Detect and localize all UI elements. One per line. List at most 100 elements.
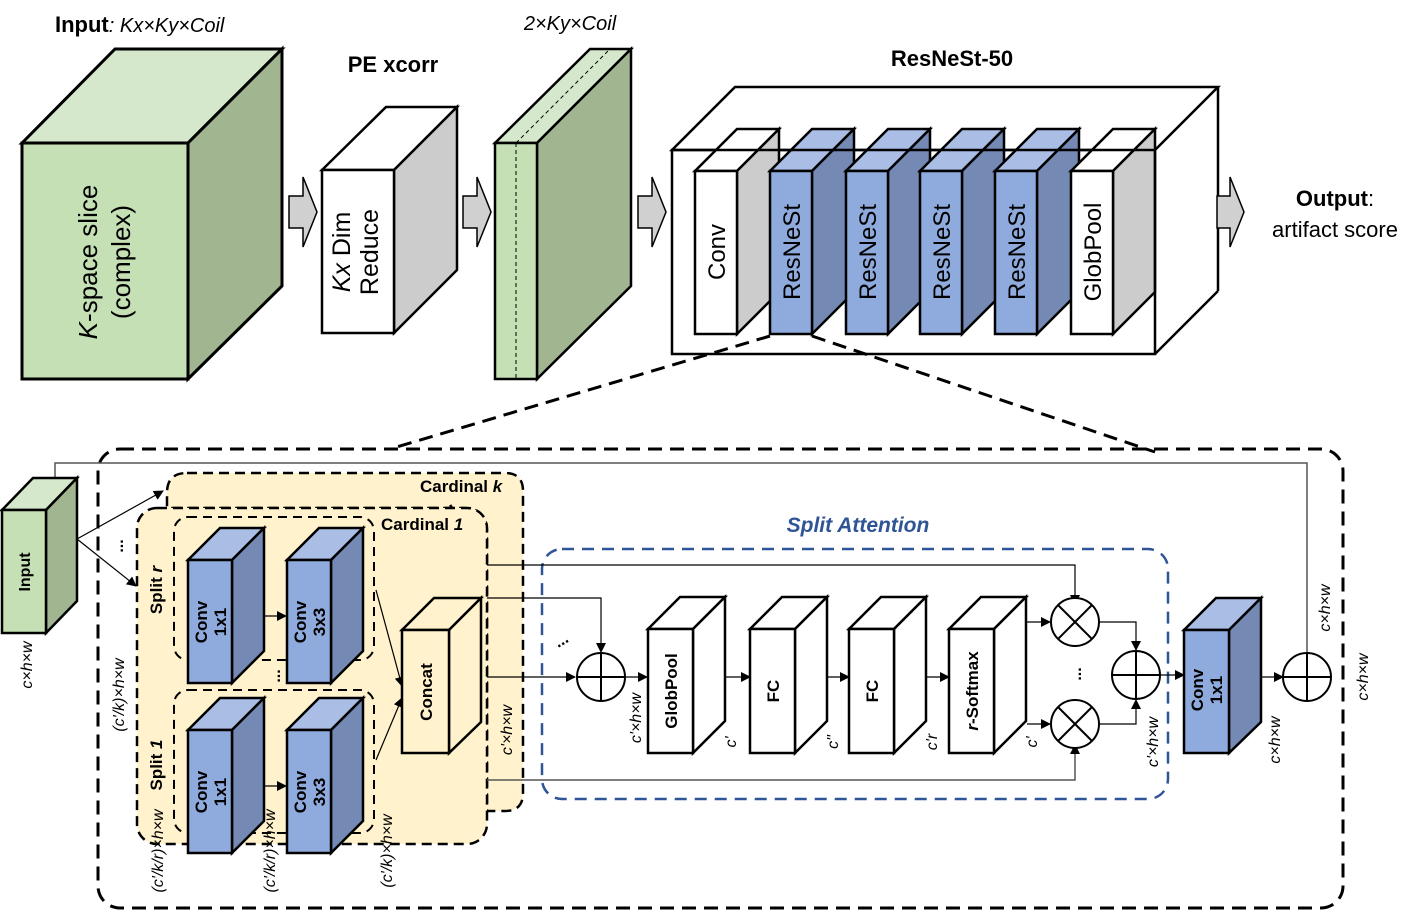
layer-resnest-1: ResNeSt [766, 125, 858, 338]
svg-text:Conv: Conv [1188, 668, 1207, 711]
branch-ellipsis: ... [110, 539, 127, 552]
input-title: Input: Kx×Ky×Coil [55, 12, 225, 37]
skip-connection [54, 462, 1312, 669]
attention-globpool-block: GlobPool [644, 593, 729, 757]
multiply-operator-icon [1050, 597, 1100, 647]
pe-output-slab [491, 45, 635, 382]
cardinal-k-label: Cardinal k [420, 477, 504, 496]
concat-block: Concat [398, 594, 485, 756]
split-r-label: Split r [147, 565, 166, 615]
fc1-label: FC [764, 680, 783, 703]
flow-arrow-icon [1216, 176, 1245, 248]
split-attention-group [540, 547, 1170, 801]
layer-label: ResNeSt [929, 204, 956, 300]
cardinal-k-to-sum [487, 597, 606, 653]
multiply-operator-icon [1050, 699, 1100, 749]
kspace-cube: K-space slice (complex) [18, 45, 286, 383]
mult-top-to-sum [1099, 621, 1141, 651]
cardinal-k-to-mult-top [487, 564, 1080, 605]
sum-operator-icon [1111, 650, 1161, 700]
multiply-ellipsis: ... [1068, 667, 1085, 680]
split-mid-dims: (c'/k/r)×h×w [262, 808, 279, 893]
output-text: artifact score [1272, 217, 1398, 242]
conv-label: 3x3 [310, 778, 329, 806]
svg-text:1x1: 1x1 [1207, 676, 1226, 704]
flow-arrow-icon [288, 176, 318, 248]
globpool-label: GlobPool [662, 653, 681, 729]
conv-label: 3x3 [310, 608, 329, 636]
attention-softmax-block: r-Softmax [945, 593, 1030, 757]
layer-conv-0: Conv [691, 125, 783, 338]
layer-resnest-4: ResNeSt [991, 125, 1083, 338]
conv-label: Conv [291, 600, 310, 643]
resnest-container-front [670, 148, 1157, 356]
block-output-dims: c×h×w [1355, 652, 1372, 701]
conv-label: 1x1 [211, 608, 230, 636]
layer-label: ResNeSt [1004, 204, 1031, 300]
layer-label: Conv [704, 224, 731, 280]
conv-out-dims: c×h×w [1267, 715, 1284, 764]
to-concat-arrow [375, 697, 404, 761]
conv-label: Conv [192, 600, 211, 643]
layer-globpool-5: GlobPool [1067, 125, 1159, 338]
cardinal-1-to-mult-bottom [487, 744, 1080, 781]
split-branch-dims: (c'/k)×h×w [111, 657, 128, 732]
layer-label: ResNeSt [779, 204, 806, 300]
attention-out-dims: c'×h×w [1145, 715, 1162, 767]
conv-label: 1x1 [211, 778, 230, 806]
conv-label: Conv [291, 770, 310, 813]
layer-resnest-2: ResNeSt [842, 125, 934, 338]
svg-text:Kx Dim: Kx Dim [328, 212, 356, 293]
cardinal-1-label: Cardinal 1 [381, 515, 463, 534]
tail-conv-1x1: Conv 1x1 [1180, 594, 1265, 756]
concat-dims: c'×h×w [499, 703, 516, 755]
flow-arrow-icon [637, 176, 667, 248]
dim-label: c' [1024, 736, 1041, 748]
zoom-line-left [389, 334, 771, 451]
residual-sum-icon [1282, 652, 1332, 702]
layer-resnest-3: ResNeSt [916, 125, 1008, 338]
zoom-line-right [811, 334, 1156, 454]
pe-output-dims: 2×Ky×Coil [523, 13, 617, 35]
svg-text:(complex): (complex) [106, 205, 136, 319]
branch-arrow [76, 490, 164, 540]
svg-text:Reduce: Reduce [356, 209, 384, 295]
skip-dims: c×h×w [1317, 583, 1334, 632]
sum-ellipsis: ... [552, 630, 572, 651]
softmax-label: r-Softmax [963, 651, 982, 731]
svg-text:Input: Input [17, 552, 34, 592]
split-attention-title: Split Attention [787, 514, 930, 537]
sum-operator-icon [576, 652, 626, 702]
conv-label: Conv [192, 770, 211, 813]
split-ellipsis: ... [267, 669, 284, 682]
dim-label: c' [723, 736, 740, 748]
attention-fc2-block: FC [845, 593, 930, 757]
dim-reduce-block: Kx Dim Reduce [318, 103, 461, 337]
split-out-dims: (c'/k)×h×w [379, 813, 396, 888]
to-concat-arrow [375, 589, 405, 687]
attention-fc1-block: FC [746, 593, 831, 757]
split-in-dims: (c'/k/r)×h×w [150, 808, 167, 893]
layer-label: ResNeSt [855, 204, 882, 300]
resnest-block-container [96, 447, 1345, 910]
resnest-title: ResNeSt-50 [891, 46, 1013, 71]
flow-arrow-icon [462, 176, 492, 248]
fc2-label: FC [863, 680, 882, 703]
dim-label: c'r [924, 733, 941, 750]
branch-arrow [76, 538, 137, 587]
svg-text:K-space slice: K-space slice [73, 185, 103, 340]
split-1-label: Split 1 [147, 739, 166, 790]
svg-text:Concat: Concat [417, 663, 436, 721]
pe-xcorr-title: PE xcorr [348, 52, 439, 77]
input-dims: c×h×w [19, 640, 36, 689]
layer-label: GlobPool [1080, 203, 1107, 302]
output-label: Output: [1296, 186, 1374, 211]
sum-dims: c'×h×w [628, 691, 645, 743]
mult-bottom-to-sum [1099, 699, 1141, 725]
block-input-cube: Input [0, 474, 80, 637]
